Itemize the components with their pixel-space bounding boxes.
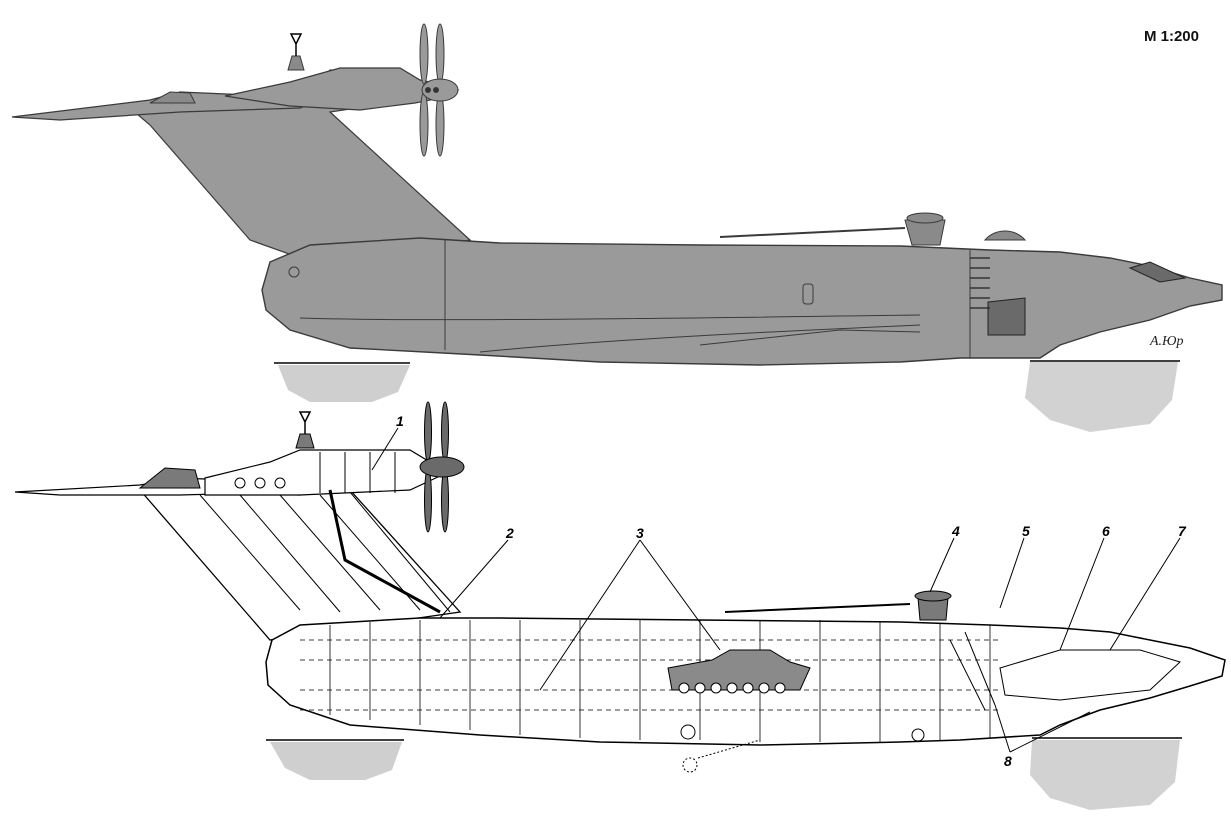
top-turret-cap-cutaway xyxy=(914,590,952,602)
water-shadow-stern xyxy=(278,365,410,402)
callout-1: 1 xyxy=(396,413,404,429)
stern-porthole xyxy=(288,266,300,278)
callout-3: 3 xyxy=(636,525,644,541)
propeller-cutaway xyxy=(419,401,465,533)
water-shadow-bow xyxy=(1025,362,1178,432)
callout-5: 5 xyxy=(1022,523,1030,539)
dome xyxy=(983,230,1027,241)
deck-launcher xyxy=(719,227,906,238)
stabilizer-tip-cutaway xyxy=(138,467,201,489)
nacelle-frames xyxy=(234,452,396,493)
bow-structure xyxy=(949,631,996,711)
fuselage-exterior xyxy=(261,237,1223,366)
top-turret xyxy=(904,219,946,246)
callout-8: 8 xyxy=(1004,753,1012,769)
cutaway-profile: 1 2 3 4 5 6 7 8 xyxy=(14,401,1226,810)
panel-seams-exterior xyxy=(299,240,971,358)
exterior-profile: A.Юр xyxy=(11,23,1223,432)
callout-4: 4 xyxy=(951,523,960,539)
deck-launcher-cutaway xyxy=(724,603,911,613)
callout-2: 2 xyxy=(505,525,514,541)
top-turret-cap xyxy=(906,212,944,224)
tail-antenna-icon xyxy=(289,33,303,56)
intake-duct xyxy=(328,489,441,614)
callout-6: 6 xyxy=(1102,523,1110,539)
landing-gear xyxy=(680,724,925,773)
tail-tip xyxy=(149,91,196,104)
tail-mast-cutaway xyxy=(295,433,315,449)
cockpit-section xyxy=(999,649,1181,701)
author-signature: A.Юр xyxy=(1149,334,1184,349)
callout-leaders xyxy=(371,427,1181,753)
water-shadow-bow-cutaway xyxy=(1030,740,1180,810)
tail-mast xyxy=(287,55,305,71)
side-ladder xyxy=(970,257,990,309)
water-shadow-stern-cutaway xyxy=(270,742,402,780)
tank-cargo xyxy=(667,649,811,694)
side-intake xyxy=(987,297,1026,336)
cockpit-canopy xyxy=(1128,261,1187,283)
scale-label: M 1:200 xyxy=(1143,28,1199,45)
side-hatch xyxy=(802,283,814,305)
propeller-top xyxy=(419,23,459,157)
callout-7: 7 xyxy=(1178,523,1187,539)
